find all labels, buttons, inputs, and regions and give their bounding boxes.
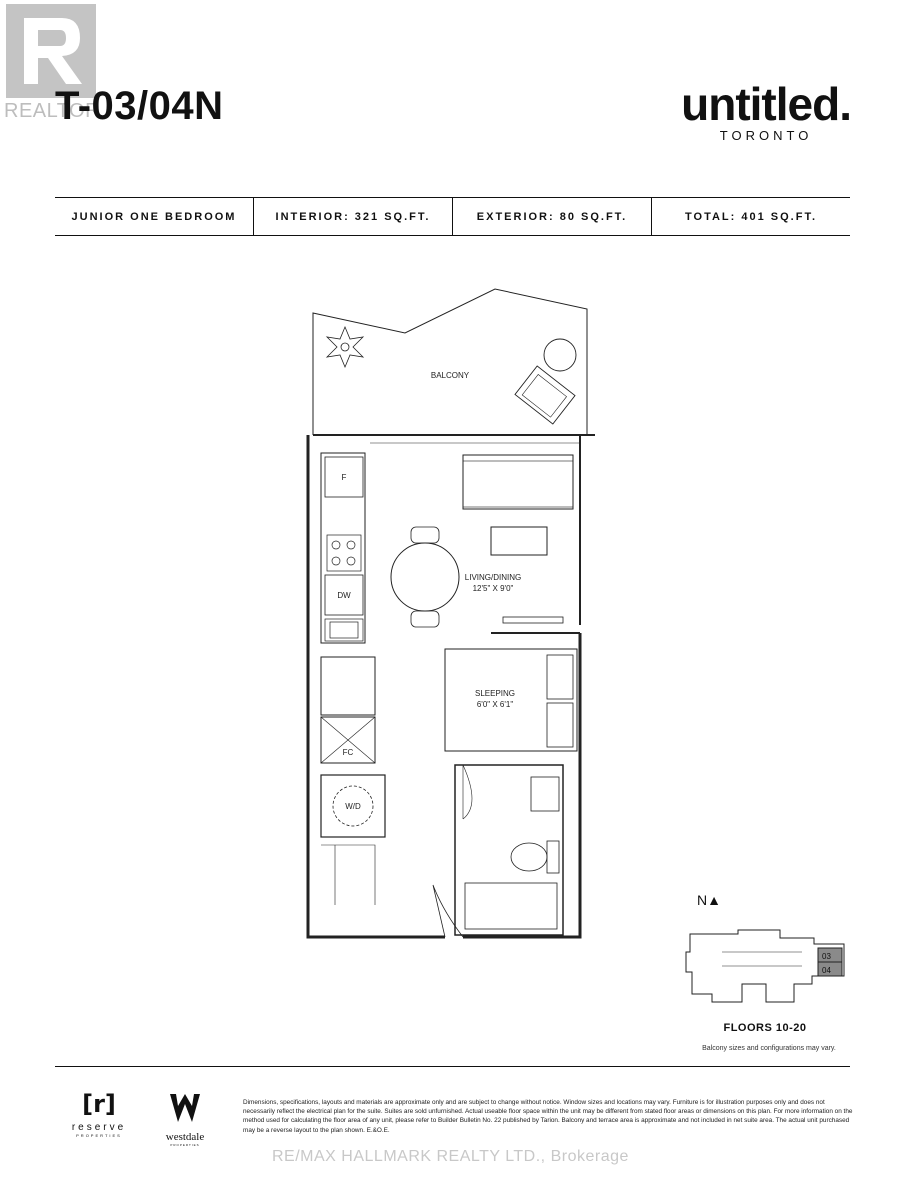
fridge-icon xyxy=(324,456,364,498)
westdale-sub: PROPERTIES xyxy=(170,1143,200,1147)
sleeping-dim: 6'0" X 6'1" xyxy=(477,700,513,709)
bed-icon xyxy=(444,648,578,752)
bathtub-icon xyxy=(464,882,558,930)
key-plan: 03 04 xyxy=(685,929,845,1003)
living-label: LIVING/DINING xyxy=(465,573,521,582)
unit-title: T-03/04N xyxy=(55,84,224,128)
brokerage-watermark: RE/MAX HALLMARK REALTY LTD., Brokerage xyxy=(272,1148,629,1165)
reserve-logo: [r] reserve PROPERTIES xyxy=(60,1090,138,1138)
washer-dryer-icon xyxy=(320,774,386,838)
toilet-icon xyxy=(510,842,548,872)
vanity-sink-icon xyxy=(530,776,560,812)
balcony-outline xyxy=(312,288,588,435)
footer-rule xyxy=(55,1066,850,1067)
dining-table-icon xyxy=(390,542,460,612)
realtor-logo-icon xyxy=(6,4,96,98)
reserve-name: reserve xyxy=(71,1122,127,1133)
suite-walls xyxy=(306,435,582,939)
balcony-note: Balcony sizes and configurations may var… xyxy=(702,1045,836,1052)
spec-total: TOTAL: 401 SQ.FT. xyxy=(685,210,817,223)
reserve-sub: PROPERTIES xyxy=(76,1133,122,1138)
entry-door-icon xyxy=(432,884,464,938)
washer-dryer-label: W/D xyxy=(345,802,361,811)
north-indicator: N▲ xyxy=(697,892,721,908)
dishwasher-icon xyxy=(324,574,364,616)
spec-interior: INTERIOR: 321 SQ.FT. xyxy=(254,198,453,235)
disclaimer-text: Dimensions, specifications, layouts and … xyxy=(243,1099,853,1134)
westdale-w-icon xyxy=(170,1094,200,1122)
realtor-watermark: REALTOR xyxy=(4,100,101,122)
brand-city: TORONTO xyxy=(719,128,813,143)
closet-icon xyxy=(320,716,376,764)
floors-label: FLOORS 10-20 xyxy=(723,1022,807,1034)
sofa-icon xyxy=(462,454,574,510)
westdale-logo: westdale PROPERTIES xyxy=(155,1092,215,1147)
coffee-table-icon xyxy=(490,526,548,556)
floor-plan: BALCONY LIVING/DINING 12'5" X 9'0" SLEEP… xyxy=(306,288,595,939)
keyplan-label-03: 03 xyxy=(822,952,831,961)
bathroom-walls xyxy=(454,764,564,936)
closet-label: FC xyxy=(343,748,354,757)
spec-exterior: EXTERIOR: 80 SQ.FT. xyxy=(453,198,652,235)
keyplan-unit-04 xyxy=(817,961,843,977)
living-dim: 12'5" X 9'0" xyxy=(473,584,514,593)
balcony-label: BALCONY xyxy=(431,371,470,380)
lounge-chair-icon xyxy=(514,365,576,425)
sleeping-label: SLEEPING xyxy=(475,689,515,698)
spec-bar: JUNIOR ONE BEDROOM INTERIOR: 321 SQ.FT. … xyxy=(55,197,850,236)
spec-suite-type: JUNIOR ONE BEDROOM xyxy=(55,198,254,235)
brand-logo: untitled. TORONTO xyxy=(681,78,852,143)
keyplan-label-04: 04 xyxy=(822,966,831,975)
reserve-mark: [r] xyxy=(82,1090,116,1118)
tree-icon xyxy=(325,325,365,369)
side-table-icon xyxy=(543,338,577,372)
fridge-label: F xyxy=(342,473,347,482)
dishwasher-label: DW xyxy=(337,591,351,600)
cooktop-icon xyxy=(326,534,362,572)
tv-console-icon xyxy=(502,616,564,624)
brand-name: untitled. xyxy=(681,78,852,130)
sink-icon xyxy=(324,618,364,642)
westdale-name: westdale xyxy=(165,1131,205,1143)
